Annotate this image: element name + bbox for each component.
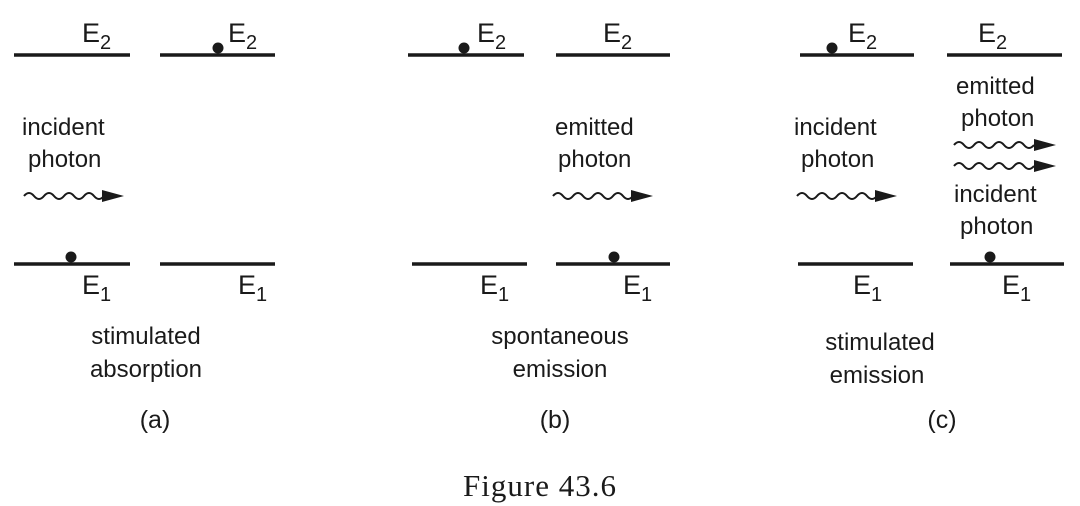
panel-a-caption-line1: stimulated [91, 323, 200, 350]
figure-caption: Figure 43.6 [463, 468, 617, 503]
panel-b: E2 E1 E2 emitted photon E1 spontaneous e… [408, 18, 670, 434]
panel-b-photon-label-line2: photon [558, 146, 631, 173]
panel-a-photon-label-line2: photon [28, 146, 101, 173]
panel-c-before-electron [826, 42, 838, 54]
panel-a-after-upper-label: E2 [228, 18, 257, 54]
panel-c-after-upper-label: E2 [978, 18, 1007, 54]
panel-b-photon-label-line1: emitted [555, 114, 634, 141]
panel-a-photon-label-line1: incident [22, 114, 105, 141]
panel-c-after-electron [984, 251, 996, 263]
panel-a-before-upper-label: E2 [82, 18, 111, 54]
panel-a-after-lower-label: E1 [238, 270, 267, 306]
panel-b-after-electron [608, 251, 620, 263]
panel-c: E2 incident photon E1 E2 emitted photon … [794, 18, 1064, 434]
panel-b-before-upper-label: E2 [477, 18, 506, 54]
panel-b-before-electron [458, 42, 470, 54]
panel-a-incident-photon-wave [23, 190, 124, 202]
panel-b-after-upper-label: E2 [603, 18, 632, 54]
panel-c-incident-label-line2: photon [960, 213, 1033, 240]
panel-a-caption-line2: absorption [90, 356, 202, 383]
panel-b-after-lower-label: E1 [623, 270, 652, 306]
panel-b-caption-line2: emission [513, 356, 608, 383]
panel-c-emitted-label-line1: emitted [956, 73, 1035, 100]
panel-a-before-electron [65, 251, 77, 263]
panel-c-tag: (c) [927, 406, 956, 434]
panel-b-before-lower-label: E1 [480, 270, 509, 306]
panel-b-tag: (b) [540, 406, 571, 434]
panel-c-incident-label-line1: incident [954, 181, 1037, 208]
panel-c-photon-label-line2: photon [801, 146, 874, 173]
panel-c-photon-label-line1: incident [794, 114, 877, 141]
panel-c-caption-line1: stimulated [825, 329, 934, 356]
panel-a-before-lower-label: E1 [82, 270, 111, 306]
panel-c-caption-line2: emission [830, 362, 925, 389]
panel-a-tag: (a) [140, 406, 171, 434]
panel-a: E2 incident photon E1 E2 E1 stimulated a… [14, 18, 275, 434]
panel-c-emitted-photon-wave [953, 139, 1056, 151]
panel-c-after-lower-label: E1 [1002, 270, 1031, 306]
panel-c-incident-photon-wave-after [953, 160, 1056, 172]
panel-c-emitted-label-line2: photon [961, 105, 1034, 132]
panel-c-incident-photon-wave [796, 190, 897, 202]
panel-b-emitted-photon-wave [552, 190, 653, 202]
panel-a-after-electron [212, 42, 224, 54]
panel-c-before-upper-label: E2 [848, 18, 877, 54]
panel-c-before-lower-label: E1 [853, 270, 882, 306]
panel-b-caption-line1: spontaneous [491, 323, 628, 350]
